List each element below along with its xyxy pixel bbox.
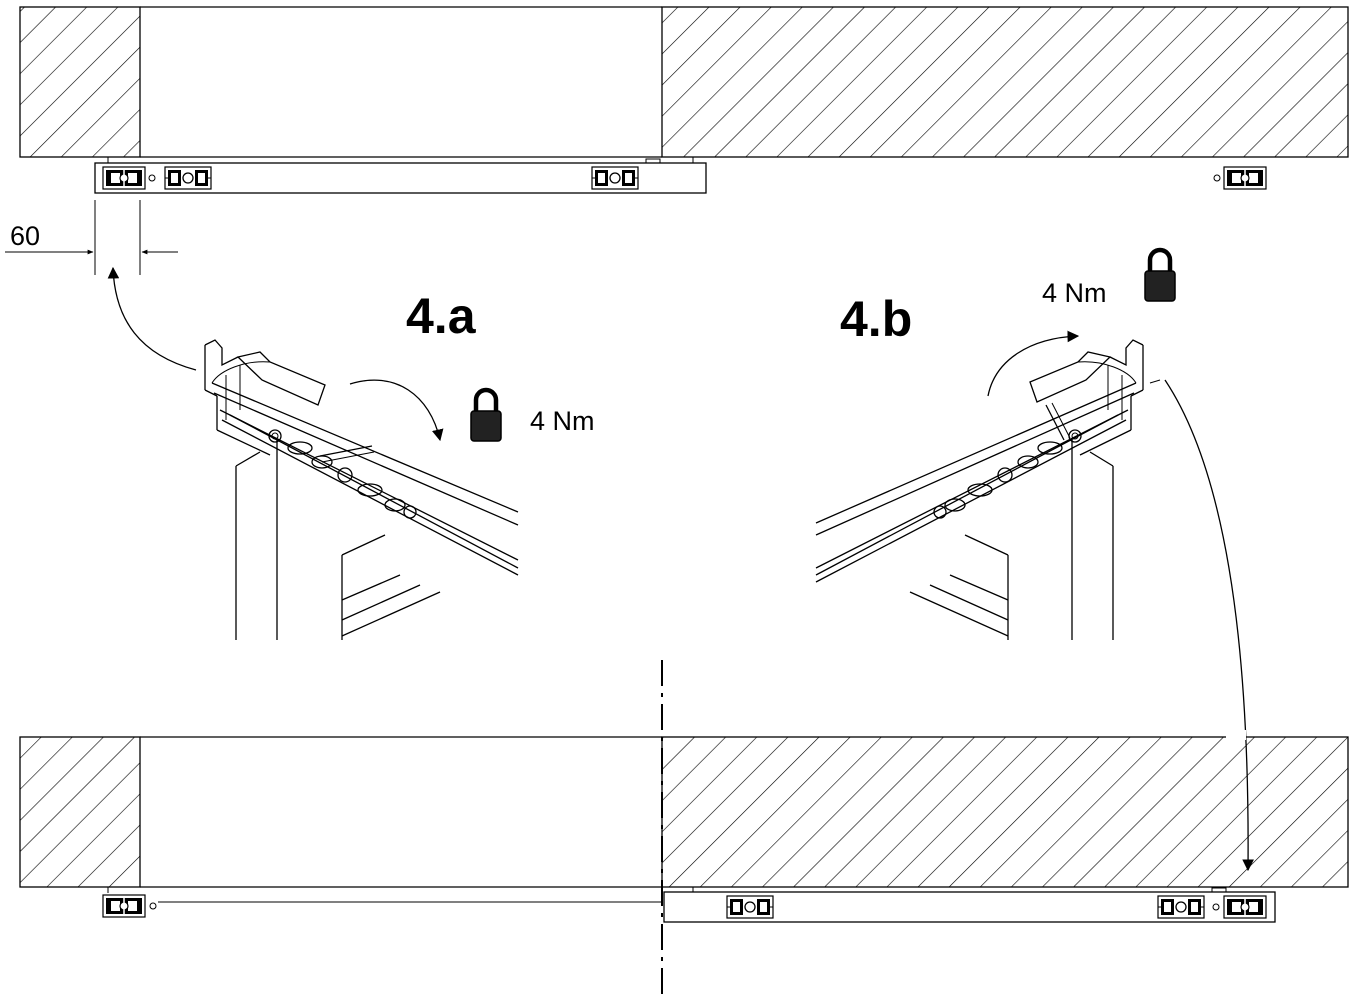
- rotate-arrow-icon: [987, 330, 1080, 397]
- stopper-bottom-left: [102, 894, 146, 918]
- top-plan-view: [19, 6, 1349, 194]
- step-4a-detail: 4.a: [107, 266, 595, 640]
- track-rail-a: [204, 339, 519, 576]
- wall-left-top: [19, 6, 141, 158]
- dimension-60: 60: [5, 200, 178, 275]
- wall-left-bottom: [19, 736, 141, 888]
- stopper-top-left: [102, 166, 146, 190]
- door-frame-a: [235, 440, 441, 640]
- door-panel-bottom: [663, 891, 1276, 923]
- lock-icon: [471, 390, 501, 441]
- stopper-top-right: [1223, 166, 1267, 190]
- step-4b-detail: 4.b 4 Nm: [815, 250, 1254, 872]
- carriage-top-middle: [591, 166, 639, 190]
- carriage-top-left: [164, 166, 212, 190]
- carriage-bottom-left: [726, 895, 774, 919]
- door-frame-b: [909, 440, 1114, 640]
- mechanism-b: [933, 402, 1082, 519]
- bottom-plan-view: [19, 730, 1349, 923]
- door-panel-top: [94, 162, 707, 194]
- mechanism-a: [268, 429, 417, 519]
- dimension-label: 60: [10, 221, 40, 251]
- wall-right-bottom: [661, 736, 1349, 888]
- torque-label-b: 4 Nm: [1042, 278, 1107, 308]
- wall-right-top: [661, 6, 1349, 158]
- lock-icon: [1145, 250, 1175, 301]
- carriage-bottom-right: [1157, 895, 1205, 919]
- stopper-bottom-right: [1223, 895, 1267, 919]
- step-b-label: 4.b: [840, 291, 912, 347]
- step-a-label: 4.a: [406, 288, 477, 344]
- curved-arrow-icon: [107, 266, 197, 371]
- torque-label-a: 4 Nm: [530, 406, 595, 436]
- track-rail-b: [815, 339, 1161, 583]
- rotate-clockwise-arrow-icon: [349, 379, 444, 442]
